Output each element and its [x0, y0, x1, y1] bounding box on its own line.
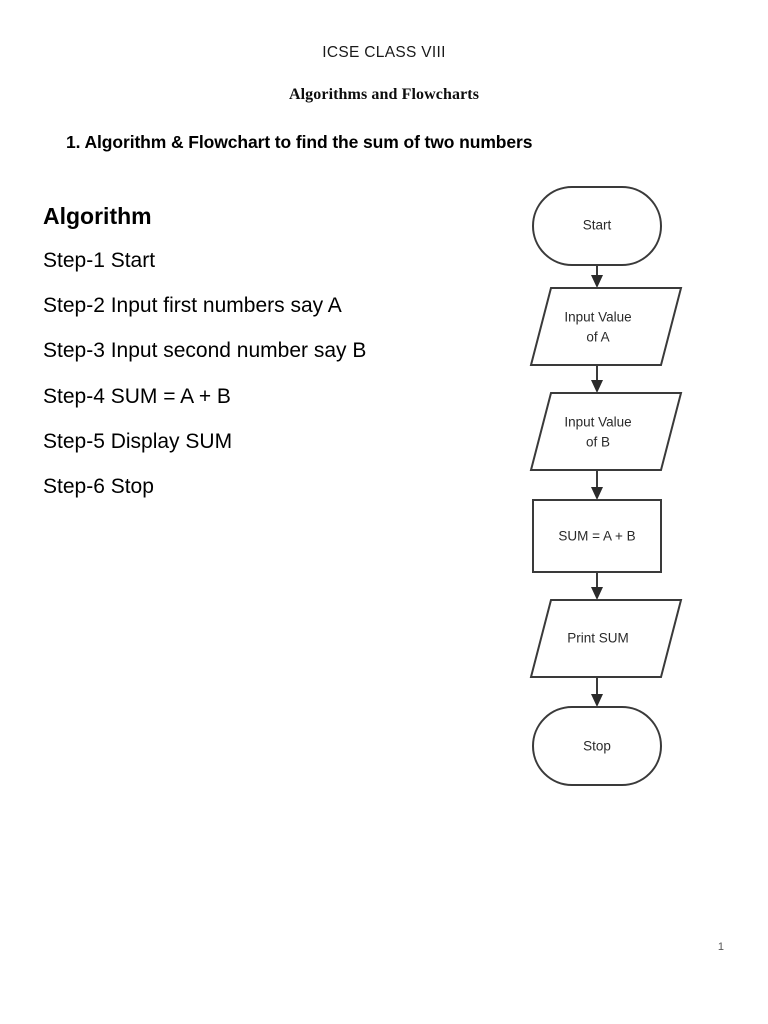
flowchart-node-input-b: Input Value of B — [529, 392, 683, 471]
header-title: ICSE CLASS VIII — [322, 44, 446, 61]
flowchart-node-input-b-label-line2: of B — [586, 435, 610, 450]
flowchart-node-print: Print SUM — [529, 599, 683, 678]
algorithm-block: Algorithm Step-1 Start Step-2 Input firs… — [43, 203, 483, 520]
flowchart-node-process: SUM = A + B — [532, 499, 662, 573]
document-header: ICSE CLASS VIII — [0, 44, 768, 63]
flowchart-diagram: Start Input Value of A Input Value of B — [500, 178, 700, 803]
flowchart-node-start: Start — [532, 186, 662, 266]
flowchart-node-stop: Stop — [532, 706, 662, 786]
connector-input-b-to-process — [591, 470, 603, 500]
document-subheader: Algorithms and Flowcharts — [0, 86, 768, 104]
algorithm-step: Step-3 Input second number say B — [43, 339, 367, 363]
algorithm-title: Algorithm — [43, 203, 152, 229]
algorithm-step: Step-5 Display SUM — [43, 429, 233, 453]
flowchart-node-stop-label: Stop — [583, 739, 611, 754]
flowchart-node-print-label: Print SUM — [567, 631, 629, 646]
connector-print-to-stop — [591, 677, 603, 707]
flowchart-node-process-label: SUM = A + B — [558, 529, 635, 544]
section-heading: 1. Algorithm & Flowchart to find the sum… — [66, 132, 533, 152]
header-subtitle: Algorithms and Flowcharts — [288, 86, 480, 103]
algorithm-steps-list: Step-1 Start Step-2 Input first numbers … — [43, 249, 483, 498]
connector-input-a-to-input-b — [591, 365, 603, 393]
flowchart-node-input-b-label-line1: Input Value — [564, 415, 631, 430]
flowchart-node-input-a-label-line1: Input Value — [564, 310, 631, 325]
page-number: 1 — [717, 941, 724, 953]
flowchart-node-start-label: Start — [583, 218, 612, 233]
flowchart-node-input-a: Input Value of A — [529, 287, 683, 366]
flowchart-node-input-a-label-line2: of A — [586, 330, 609, 345]
connector-start-to-input-a — [591, 265, 603, 288]
connector-process-to-print — [591, 572, 603, 600]
algorithm-step: Step-2 Input first numbers say A — [43, 294, 342, 318]
algorithm-step: Step-6 Stop — [43, 474, 154, 498]
algorithm-step: Step-1 Start — [43, 249, 156, 273]
algorithm-step: Step-4 SUM = A + B — [43, 384, 231, 408]
